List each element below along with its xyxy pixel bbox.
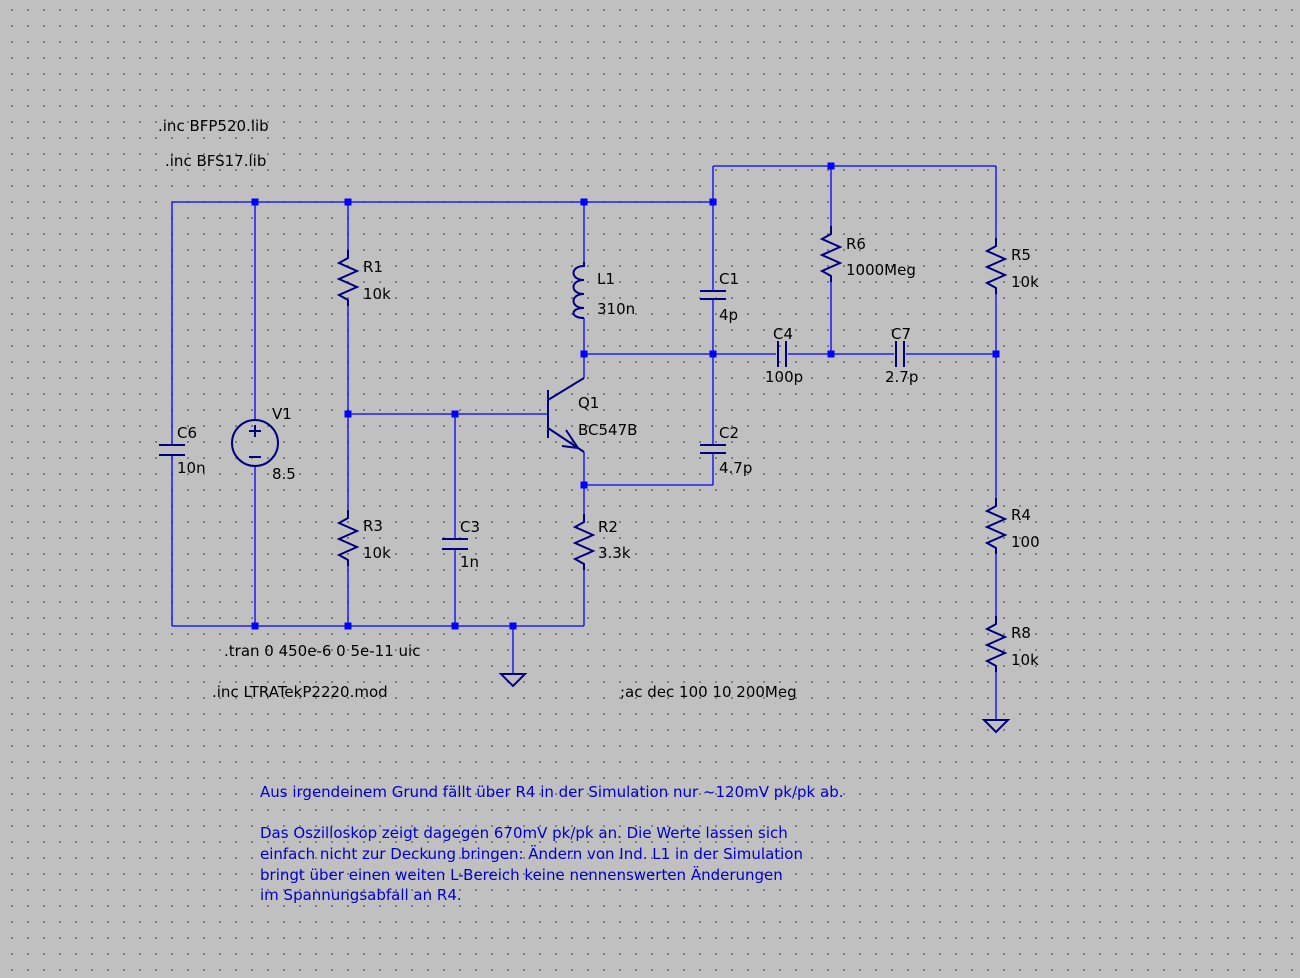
label-C7-name: C7 [891,325,911,343]
resistor-R5[interactable] [984,238,1008,294]
label-R1-name: R1 [363,258,383,276]
capacitor-C1[interactable] [700,290,726,300]
label-R6-value: 1000Meg [846,261,916,279]
capacitor-C7[interactable] [895,341,905,367]
label-R4-name: R4 [1011,506,1031,524]
label-C7-value: 2.7p [885,368,918,386]
transistor-Q1[interactable] [547,377,585,453]
resistor-R1[interactable] [336,250,360,306]
label-C6-name: C6 [177,424,197,442]
ground-symbol-main [498,673,528,688]
label-C4-value: 100p [765,368,803,386]
label-R1-value: 10k [363,285,391,303]
label-L1-value: 310n [597,300,635,318]
label-V1-name: V1 [272,405,292,423]
label-R2-value: 3.3k [598,544,631,562]
directive-inc-ltratek[interactable]: .inc LTRATekP2220.mod [212,683,388,701]
label-R3-name: R3 [363,517,383,535]
comment-block: Aus irgendeinem Grund fällt über R4 in d… [260,783,844,904]
label-R2-name: R2 [598,518,618,536]
comment-line-1: Aus irgendeinem Grund fällt über R4 in d… [260,783,844,801]
spice-directives: .inc BFP520.lib .inc BFS17.lib .tran 0 4… [158,117,797,701]
inductor-L1[interactable] [572,262,585,319]
resistor-R3[interactable] [336,510,360,566]
ground-symbol-right [981,719,1011,734]
comment-line-2: Das Oszilloskop zeigt dagegen 670mV pk/p… [260,824,788,842]
label-R8-value: 10k [1011,651,1039,669]
label-R6-name: R6 [846,235,866,253]
label-L1-name: L1 [597,270,615,288]
label-C1-value: 4p [719,306,738,324]
voltage-source-V1[interactable] [231,419,279,467]
comment-line-5: im Spannungsabfall an R4. [260,886,462,904]
resistor-R2[interactable] [572,514,596,570]
label-R4-value: 100 [1011,533,1040,551]
label-R5-name: R5 [1011,246,1031,264]
directive-inc-bfs17[interactable]: .inc BFS17.lib [165,152,266,170]
label-V1-value: 8.5 [272,465,296,483]
label-C2-value: 4.7p [719,459,752,477]
label-C1-name: C1 [719,270,739,288]
directive-ac-commented[interactable]: ;ac dec 100 10 200Meg [620,683,797,701]
label-R5-value: 10k [1011,273,1039,291]
label-C6-value: 10n [177,459,206,477]
label-C3-name: C3 [460,518,480,536]
comment-line-4: bringt über einen weiten L-Bereich keine… [260,865,783,884]
capacitor-C3[interactable] [442,538,468,550]
label-Q1-value: BC547B [578,421,637,439]
capacitor-C2[interactable] [700,444,726,454]
capacitor-C4[interactable] [777,341,787,367]
directive-inc-bfp520[interactable]: .inc BFP520.lib [158,117,269,135]
label-C4-name: C4 [773,325,793,343]
capacitor-C6[interactable] [159,444,185,456]
directive-tran[interactable]: .tran 0 450e-6 0 5e-11 uic [224,642,420,660]
component-labels: R1 10k R3 10k R2 3.3k R6 1000Meg R5 10k … [177,235,1040,669]
comment-line-3: einfach nicht zur Deckung bringen: Änder… [260,844,803,863]
label-R3-value: 10k [363,544,391,562]
label-R8-name: R8 [1011,624,1031,642]
resistor-R4[interactable] [984,498,1008,554]
resistor-R6[interactable] [819,226,843,282]
resistor-R8[interactable] [984,616,1008,672]
label-Q1-name: Q1 [578,394,599,412]
junction-dots [251,162,1000,630]
wires [171,165,997,720]
label-C2-name: C2 [719,424,739,442]
label-C3-value: 1n [460,553,479,571]
